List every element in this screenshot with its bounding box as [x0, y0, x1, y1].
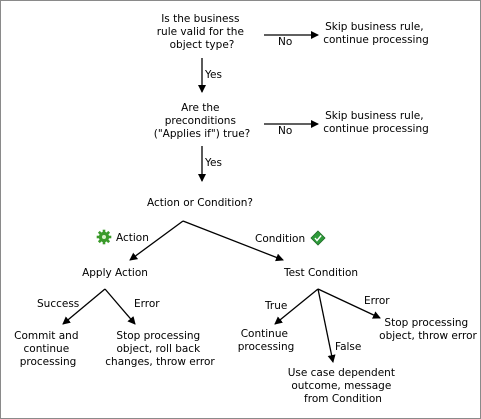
diamond-check-icon: [310, 230, 326, 246]
edge-label-yes1: Yes: [204, 69, 222, 81]
edge-label-yes2: Yes: [204, 157, 222, 169]
node-q1: Is the business rule valid for the objec…: [157, 13, 248, 51]
node-apply-action: Apply Action: [82, 267, 148, 279]
edge-error-condition: [317, 288, 381, 319]
edge-error-action: [104, 288, 136, 325]
node-continue-processing: Continue processing: [238, 328, 295, 353]
node-commit: Commit and continue processing: [14, 330, 82, 368]
node-skip2: Skip business rule, continue processing: [323, 110, 429, 135]
edge-label-no1: No: [278, 36, 292, 48]
edge-label-condition: Condition: [255, 233, 305, 245]
edge-success: [62, 288, 106, 325]
edge-false: [317, 288, 336, 363]
edge-true: [274, 288, 319, 325]
edge-condition: [182, 220, 284, 262]
edge-label-success: Success: [37, 298, 79, 310]
node-stop-error: Stop processing object, throw error: [379, 317, 477, 342]
edge-label-false: False: [335, 341, 361, 353]
gear-icon: [96, 229, 112, 245]
edge-label-error-condition: Error: [364, 295, 390, 307]
node-stop-rollback: Stop processing object, roll back change…: [105, 330, 215, 368]
node-q2: Are the preconditions ("Applies if") tru…: [154, 102, 251, 140]
edge-label-error-action: Error: [134, 298, 160, 310]
node-test-condition: Test Condition: [283, 267, 358, 279]
edge-label-true: True: [264, 300, 287, 312]
node-use-case: Use case dependent outcome, message from…: [288, 367, 399, 405]
edge-label-no2: No: [278, 125, 292, 137]
connectors: [62, 31, 381, 363]
node-skip1: Skip business rule, continue processing: [323, 21, 429, 46]
node-q3: Action or Condition?: [147, 197, 253, 209]
edge-label-action: Action: [116, 232, 149, 244]
edge-action: [129, 220, 184, 261]
